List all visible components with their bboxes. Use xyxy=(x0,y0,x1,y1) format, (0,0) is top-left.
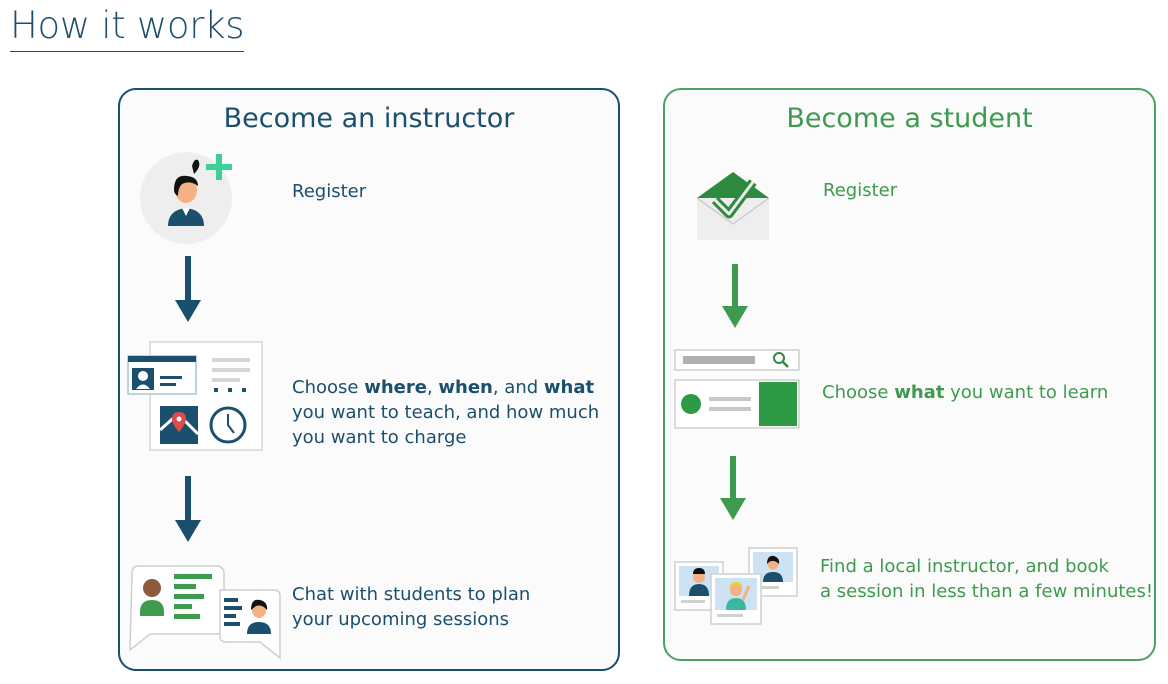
chat-bubbles-icon xyxy=(129,565,281,660)
schedule-card-icon xyxy=(127,341,263,451)
instructor-step-register: Register xyxy=(292,181,367,202)
user-add-icon xyxy=(140,152,232,244)
instructor-card: Become an instructor Register xyxy=(118,88,620,671)
student-step-choose: Choose what you want to learn xyxy=(822,382,1109,403)
arrow-down-icon xyxy=(175,476,201,542)
student-step-register: Register xyxy=(823,180,898,201)
instructor-step-chat: Chat with students to plan your upcoming… xyxy=(292,584,531,630)
student-card-title: Become a student xyxy=(786,103,1033,134)
profile-photos-icon xyxy=(674,547,798,625)
arrow-down-icon xyxy=(175,256,201,322)
student-step-find: Find a local instructor, and book a sess… xyxy=(820,556,1154,602)
arrow-down-icon xyxy=(722,264,748,328)
instructor-step-choose: Choose where, when, and what you want to… xyxy=(292,377,600,448)
page-title: How it works xyxy=(10,4,245,52)
instructor-card-title: Become an instructor xyxy=(223,103,515,134)
arrow-down-icon xyxy=(720,456,746,520)
student-card: Become a student Register Choose what yo… xyxy=(663,88,1156,661)
envelope-check-icon xyxy=(696,172,770,240)
search-listing-icon xyxy=(674,349,800,429)
